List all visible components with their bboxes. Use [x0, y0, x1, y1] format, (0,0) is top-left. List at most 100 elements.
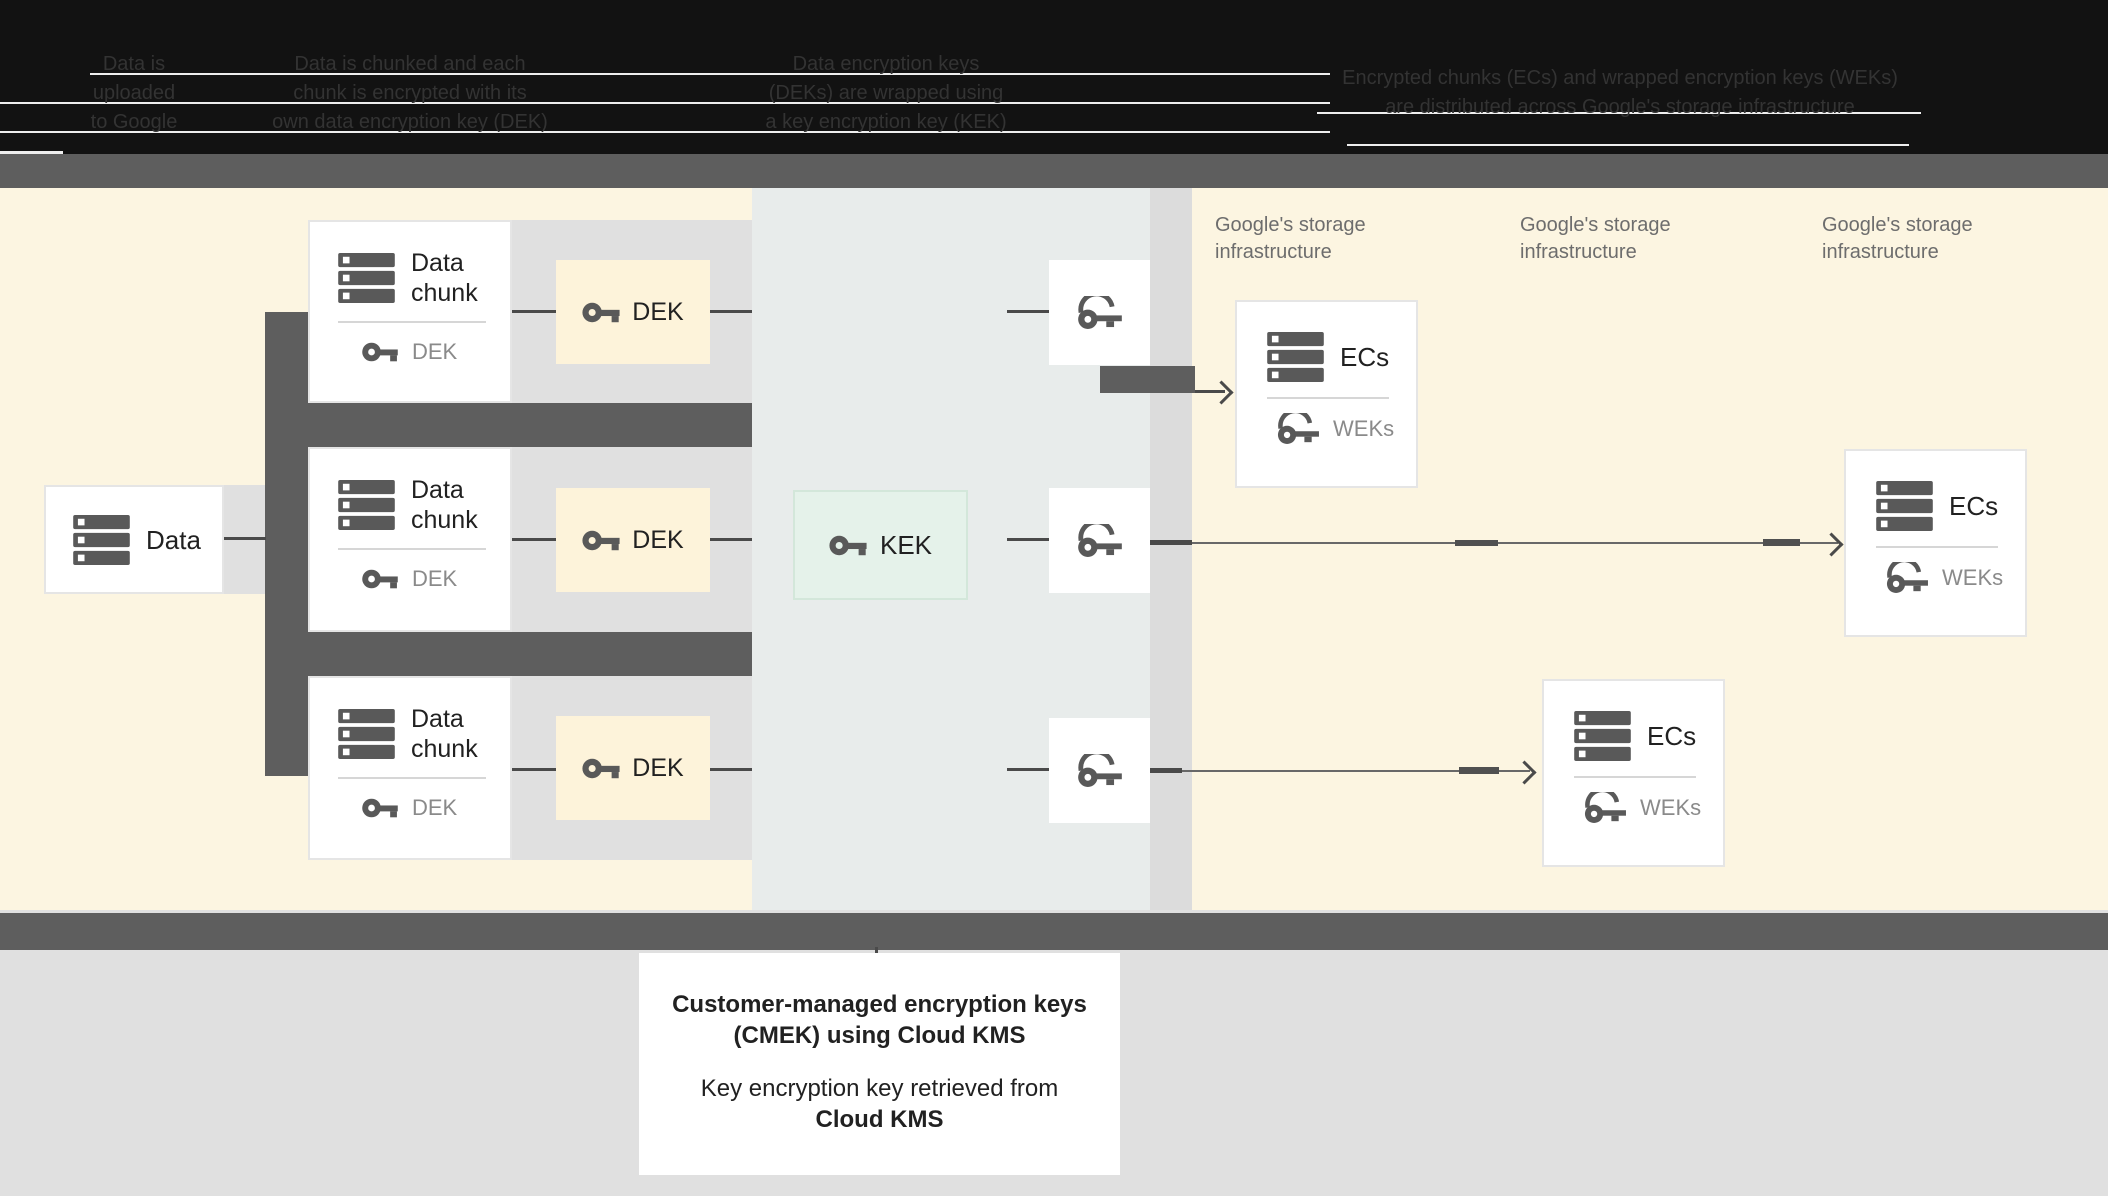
data-box-label: Data — [146, 524, 201, 555]
connector-dek3-kms — [710, 768, 752, 771]
storage-label-line: infrastructure — [1520, 241, 1637, 263]
connector-kms-key3 — [1007, 768, 1049, 771]
storage-label-line: Google's storage — [1822, 214, 1973, 236]
key-icon — [362, 341, 398, 363]
storage-stack-icon — [338, 253, 395, 303]
bottom-pipe-band — [0, 913, 2108, 950]
dek-box: DEK — [556, 716, 710, 820]
data-chunk-box: Data chunk DEK — [308, 676, 512, 860]
chunk-divider — [338, 321, 486, 323]
dek-box: DEK — [556, 260, 710, 364]
wrapped-key-icon — [1277, 413, 1319, 444]
header-step-line: are distributed across Google's storage … — [1385, 96, 1855, 118]
caption-line: Cloud KMS — [815, 1106, 944, 1133]
encrypted-chunk-box: ECs WEKs — [1235, 300, 1418, 488]
storage-infrastructure-label: Google's storage infrastructure — [1215, 212, 1366, 266]
top-pipe-band — [0, 154, 2108, 188]
header-underline — [0, 151, 63, 154]
storage-infrastructure-label: Google's storage infrastructure — [1520, 212, 1671, 266]
arrow-line-row3 — [1150, 770, 1530, 772]
ec-title-row: ECs — [1574, 711, 1723, 761]
header-underline — [0, 131, 1330, 133]
ec-divider — [1876, 546, 1998, 548]
storage-label-line: infrastructure — [1822, 241, 1939, 263]
ec-wek-label: WEKs — [1333, 415, 1395, 441]
chunk-dek-row: DEK — [362, 566, 510, 592]
caption-box: Customer-managed encryption keys (CMEK) … — [639, 953, 1120, 1175]
wek-packet-row2 — [1763, 539, 1800, 546]
wrapped-key-box — [1049, 488, 1150, 593]
chunk-title: Data chunk — [411, 705, 478, 763]
chunk-divider — [338, 548, 486, 550]
wrapped-key-icon — [1077, 754, 1122, 787]
kek-caption-connector — [875, 947, 878, 953]
chunk-title: Data chunk — [411, 249, 478, 307]
header-step-line: uploaded — [92, 82, 176, 104]
data-chunk-box: Data chunk DEK — [308, 447, 512, 632]
chunk-dek-row: DEK — [362, 339, 510, 365]
wek-packet-row2 — [1455, 540, 1498, 546]
header-step-line: own data encryption key (DEK) — [272, 111, 548, 133]
chunk-title-row: Data chunk — [338, 704, 510, 764]
storage-stack-icon — [338, 709, 395, 759]
ec-title: ECs — [1340, 342, 1390, 372]
arrow-stub-row2 — [1150, 540, 1192, 545]
key-icon — [829, 534, 867, 557]
ec-divider — [1574, 776, 1696, 778]
header-step-line: chunk is encrypted with its — [293, 82, 527, 104]
ec-wek-row: WEKs — [1886, 562, 2025, 593]
header-step-line: a key encryption key (KEK) — [765, 111, 1007, 133]
caption-line: Key encryption key retrieved from — [700, 1075, 1059, 1102]
wek-packet-row1 — [1100, 366, 1195, 393]
header-underline — [0, 102, 1330, 104]
caption-line: (CMEK) using Cloud KMS — [733, 1022, 1026, 1049]
dek-label: DEK — [632, 525, 684, 554]
header-underline — [1347, 144, 1909, 146]
connector-kms-key1 — [1007, 310, 1049, 313]
connector-chunk2-dek — [512, 538, 556, 541]
header-step-line: (DEKs) are wrapped using — [768, 82, 1004, 104]
arrow-line-row1 — [1195, 390, 1225, 393]
kek-box: KEK — [793, 490, 968, 600]
dek-label: DEK — [632, 753, 684, 782]
encrypted-chunk-box: ECs WEKs — [1844, 449, 2027, 637]
header-step-line: Encrypted chunks (ECs) and wrapped encry… — [1342, 67, 1898, 89]
storage-stack-icon — [1574, 711, 1631, 761]
key-icon — [582, 529, 620, 552]
storage-label-line: Google's storage — [1520, 214, 1671, 236]
header-step-line: Data encryption keys — [792, 53, 980, 75]
ec-title: ECs — [1647, 721, 1697, 751]
wrapped-key-icon — [1886, 562, 1928, 593]
kms-exit-strip — [1150, 188, 1192, 910]
connector-chunk3-dek — [512, 768, 556, 771]
ec-wek-label: WEKs — [1640, 794, 1702, 820]
ec-wek-label: WEKs — [1942, 564, 2004, 590]
chunk-dek-label: DEK — [412, 795, 458, 820]
storage-stack-icon — [1267, 332, 1324, 382]
ec-divider — [1267, 397, 1389, 399]
dek-box: DEK — [556, 488, 710, 592]
ec-title: ECs — [1949, 491, 1999, 521]
wek-packet-row3 — [1459, 767, 1499, 774]
chunk-dek-label: DEK — [412, 566, 458, 591]
key-icon — [582, 757, 620, 780]
data-chunk-box: Data chunk DEK — [308, 220, 512, 403]
wrapped-key-box — [1049, 260, 1150, 365]
storage-label-line: infrastructure — [1215, 241, 1332, 263]
header-underline — [90, 73, 1330, 75]
key-icon — [582, 301, 620, 324]
header-band — [0, 0, 2108, 154]
connector-kek-key2 — [1007, 538, 1049, 541]
connector-chunk1-dek — [512, 310, 556, 313]
arrow-stub-row3 — [1150, 768, 1182, 773]
dek-label: DEK — [632, 297, 684, 326]
connector-dek1-kms — [710, 310, 752, 313]
storage-stack-icon — [338, 480, 395, 530]
chunk-dek-label: DEK — [412, 339, 458, 364]
chunk-title-row: Data chunk — [338, 475, 510, 535]
header-step-line: to Google — [90, 111, 178, 133]
ec-title-row: ECs — [1876, 481, 2025, 531]
key-icon — [362, 797, 398, 819]
chunk-title: Data chunk — [411, 476, 478, 534]
